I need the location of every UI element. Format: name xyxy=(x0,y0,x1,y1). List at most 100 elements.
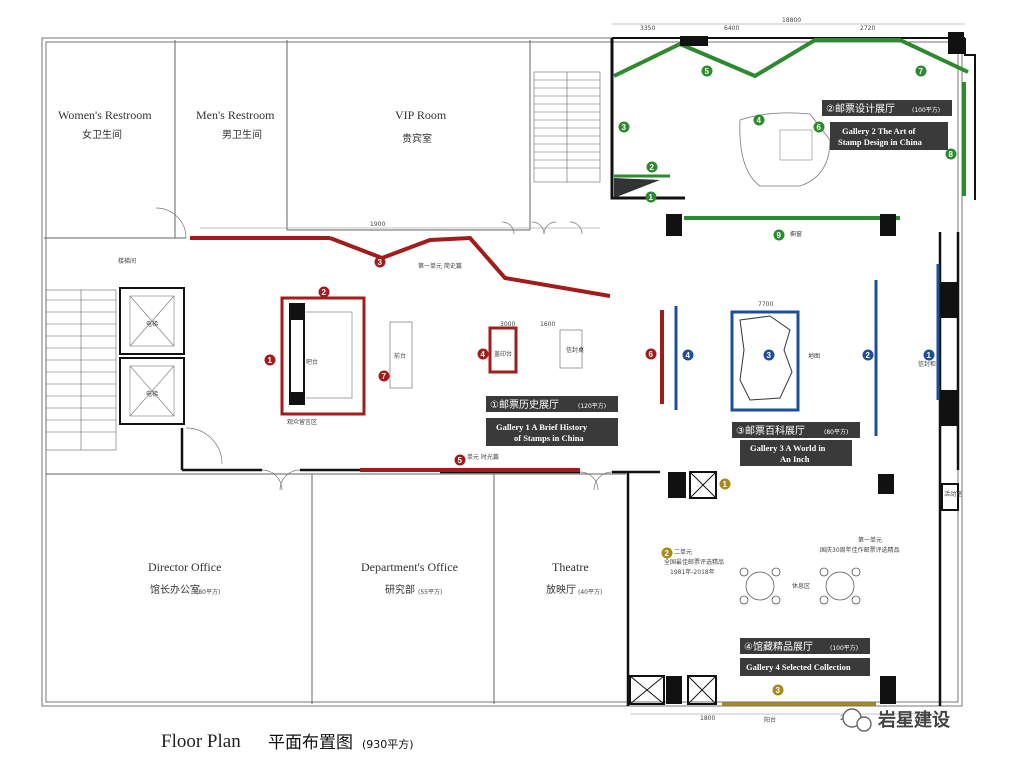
gallery-3-en2: An Inch xyxy=(780,454,810,464)
kiosk-label: 信封柜 xyxy=(918,360,936,368)
marker-g3-4: 4 xyxy=(686,351,691,360)
footer-title-en: Floor Plan xyxy=(161,731,241,752)
gallery-1-title: ①邮票历史展厅 (120平方) Gallery 1 A Brief Histor… xyxy=(486,396,618,446)
stairs-left xyxy=(45,289,117,451)
gallery-4-cn: ④馆藏精品展厅 xyxy=(744,640,813,653)
footer-area: (930平方) xyxy=(362,737,414,751)
stairs-label: 楼梯间 xyxy=(118,257,136,265)
department-office-cn: 研究部 xyxy=(385,583,415,596)
door-arcs xyxy=(155,207,613,491)
dim-mid-c: 1600 xyxy=(540,321,555,328)
gallery-4-area: (100平方) xyxy=(830,644,858,652)
gallery-1-en1: Gallery 1 A Brief History xyxy=(496,422,588,432)
marker-g2-7: 7 xyxy=(919,67,924,76)
activity-label: 活动室 xyxy=(944,490,962,498)
director-office-label: Director Office xyxy=(148,560,221,574)
gallery-3-en1: Gallery 3 A World in xyxy=(750,443,826,453)
dim-g4-a: 1800 xyxy=(700,715,715,722)
marker-g4-2: 2 xyxy=(665,549,670,558)
marker-g2-8: 8 xyxy=(949,150,954,159)
footer-title-cn: 平面布置图 xyxy=(268,733,353,753)
gallery-1-en2: of Stamps in China xyxy=(514,433,584,443)
gallery-1-area: (120平方) xyxy=(578,402,606,410)
markers-gallery-4: 1 2 3 xyxy=(661,478,784,696)
top-room-walls xyxy=(44,40,531,239)
theatre-label: Theatre xyxy=(552,560,589,574)
rest-area-tables xyxy=(739,567,861,605)
service-desk-label: 信封桌 xyxy=(566,346,584,354)
map-label: 地图 xyxy=(808,352,820,360)
front-desk-label: 前台 xyxy=(394,352,406,360)
marker-g3-3: 3 xyxy=(767,351,772,360)
markers-gallery-2: 5 7 3 4 6 2 1 8 9 xyxy=(618,65,957,241)
stairs-top xyxy=(533,71,601,183)
marker-g1-6: 6 xyxy=(649,350,654,359)
gallery-4-title: ④馆藏精品展厅 (100平方) Gallery 4 Selected Colle… xyxy=(740,638,870,676)
gallery-1-walls xyxy=(190,235,664,472)
dim-top-b: 6400 xyxy=(724,25,739,32)
dim-top: 18800 xyxy=(782,17,801,24)
dim-g3: 7700 xyxy=(758,301,773,308)
director-office-area: (80平方) xyxy=(196,588,220,596)
womens-restroom-cn: 女卫生间 xyxy=(82,128,122,141)
markers-gallery-1: 2 3 1 7 4 5 6 xyxy=(264,256,657,466)
elevators xyxy=(119,287,185,425)
unit2-g4-desc: 全国最佳邮票评选精品 xyxy=(664,558,724,566)
visitor-area-label: 观众留言区 xyxy=(287,418,317,426)
marker-g1-4: 4 xyxy=(481,350,486,359)
unit2-g4-label: 二单元 xyxy=(674,548,692,556)
unit1-label: 第一单元 简史篇 xyxy=(418,262,462,270)
gallery-4-walls xyxy=(629,470,959,706)
gallery-2-title: ②邮票设计展厅 (100平方) Gallery 2 The Art of Sta… xyxy=(822,100,952,150)
marker-g2-5: 5 xyxy=(705,67,710,76)
marker-g3-2: 2 xyxy=(866,351,871,360)
unit1-g4-label: 第一单元 xyxy=(858,536,882,544)
dim-top-c: 2720 xyxy=(860,25,875,32)
gallery-3-area: (80平方) xyxy=(824,428,848,436)
vip-room-label: VIP Room xyxy=(395,108,447,122)
gallery-4-en1: Gallery 4 Selected Collection xyxy=(746,662,851,672)
gallery-2-cn: ②邮票设计展厅 xyxy=(826,102,895,115)
marker-g2-6: 6 xyxy=(817,123,822,132)
theatre-area: (40平方) xyxy=(578,588,602,596)
gallery-3-walls xyxy=(674,264,958,494)
marker-g1-1: 1 xyxy=(268,356,273,365)
markers-gallery-3: 4 3 2 1 xyxy=(682,349,935,361)
unit5-label: 单元 时光篇 xyxy=(467,453,499,461)
unit1-g4-desc: 国庆30周年佳作邮票评选精品 xyxy=(820,546,900,554)
dim-mid-b: 3000 xyxy=(500,321,515,328)
brand-logo: 岩星建设 xyxy=(842,708,950,732)
gallery-3-title: ③邮票百科展厅 (80平方) Gallery 3 A World in An I… xyxy=(732,422,860,466)
marker-g1-3: 3 xyxy=(378,258,383,267)
director-office-cn: 馆长办公室 xyxy=(150,583,200,596)
gallery-2-en1: Gallery 2 The Art of xyxy=(842,126,916,136)
marker-g2-2: 2 xyxy=(650,163,655,172)
rest-area-label: 休息区 xyxy=(792,582,810,590)
seal-desk-label: 盖印台 xyxy=(494,350,512,358)
marker-g1-7: 7 xyxy=(382,372,387,381)
theatre-cn: 放映厅 xyxy=(546,583,576,596)
unit2-g4-years: 1981年-2018年 xyxy=(670,568,715,576)
marker-g2-9: 9 xyxy=(777,231,782,240)
dim-mid-a: 1900 xyxy=(370,221,385,228)
elevator-label-1: 电梯 xyxy=(146,320,158,328)
marker-g2-4: 4 xyxy=(757,116,762,125)
department-office-label: Department's Office xyxy=(361,560,458,574)
corridor-label: 橱窗 xyxy=(790,230,802,238)
bar-label: 吧台 xyxy=(306,358,318,366)
mens-restroom-cn: 男卫生间 xyxy=(222,128,262,141)
gallery-2-walls xyxy=(610,32,976,236)
marker-g2-3: 3 xyxy=(622,123,627,132)
dimension-lines xyxy=(200,23,965,715)
marker-g4-3: 3 xyxy=(776,686,781,695)
vip-room-cn: 贵宾室 xyxy=(402,132,432,145)
marker-g1-5: 5 xyxy=(458,456,463,465)
mens-restroom-label: Men's Restroom xyxy=(196,108,275,122)
gallery-2-en2: Stamp Design in China xyxy=(838,137,923,147)
elevator-label-2: 电梯 xyxy=(146,390,158,398)
marker-g1-2: 2 xyxy=(322,288,327,297)
bottom-room-walls xyxy=(46,473,626,704)
marker-g4-1: 1 xyxy=(723,480,728,489)
gallery-3-cn: ③邮票百科展厅 xyxy=(736,424,805,437)
